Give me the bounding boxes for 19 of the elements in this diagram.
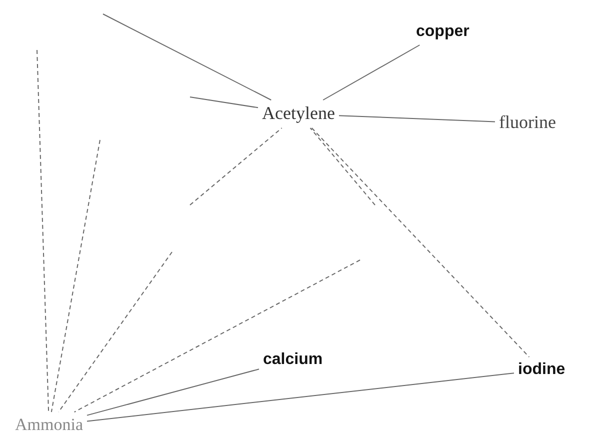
connector-line — [50, 140, 100, 412]
connector-line — [86, 368, 260, 416]
connector-line — [36, 50, 50, 412]
connector-line — [74, 260, 360, 412]
substance-label: copper — [416, 23, 470, 41]
connector-line — [190, 128, 282, 206]
connector-line — [311, 128, 530, 358]
substance-label: Ammonia — [15, 416, 83, 435]
substance-label: iodine — [518, 361, 566, 379]
connector-line — [86, 372, 514, 422]
connector-line — [322, 44, 420, 100]
substance-label: fluorine — [499, 113, 556, 133]
connector-line — [58, 252, 172, 412]
connector-line — [102, 14, 272, 100]
connector-line — [190, 96, 258, 108]
substance-label: calcium — [263, 351, 323, 369]
substance-label: Acetylene — [262, 104, 335, 124]
connector-line — [310, 128, 376, 206]
connector-line — [338, 115, 496, 122]
